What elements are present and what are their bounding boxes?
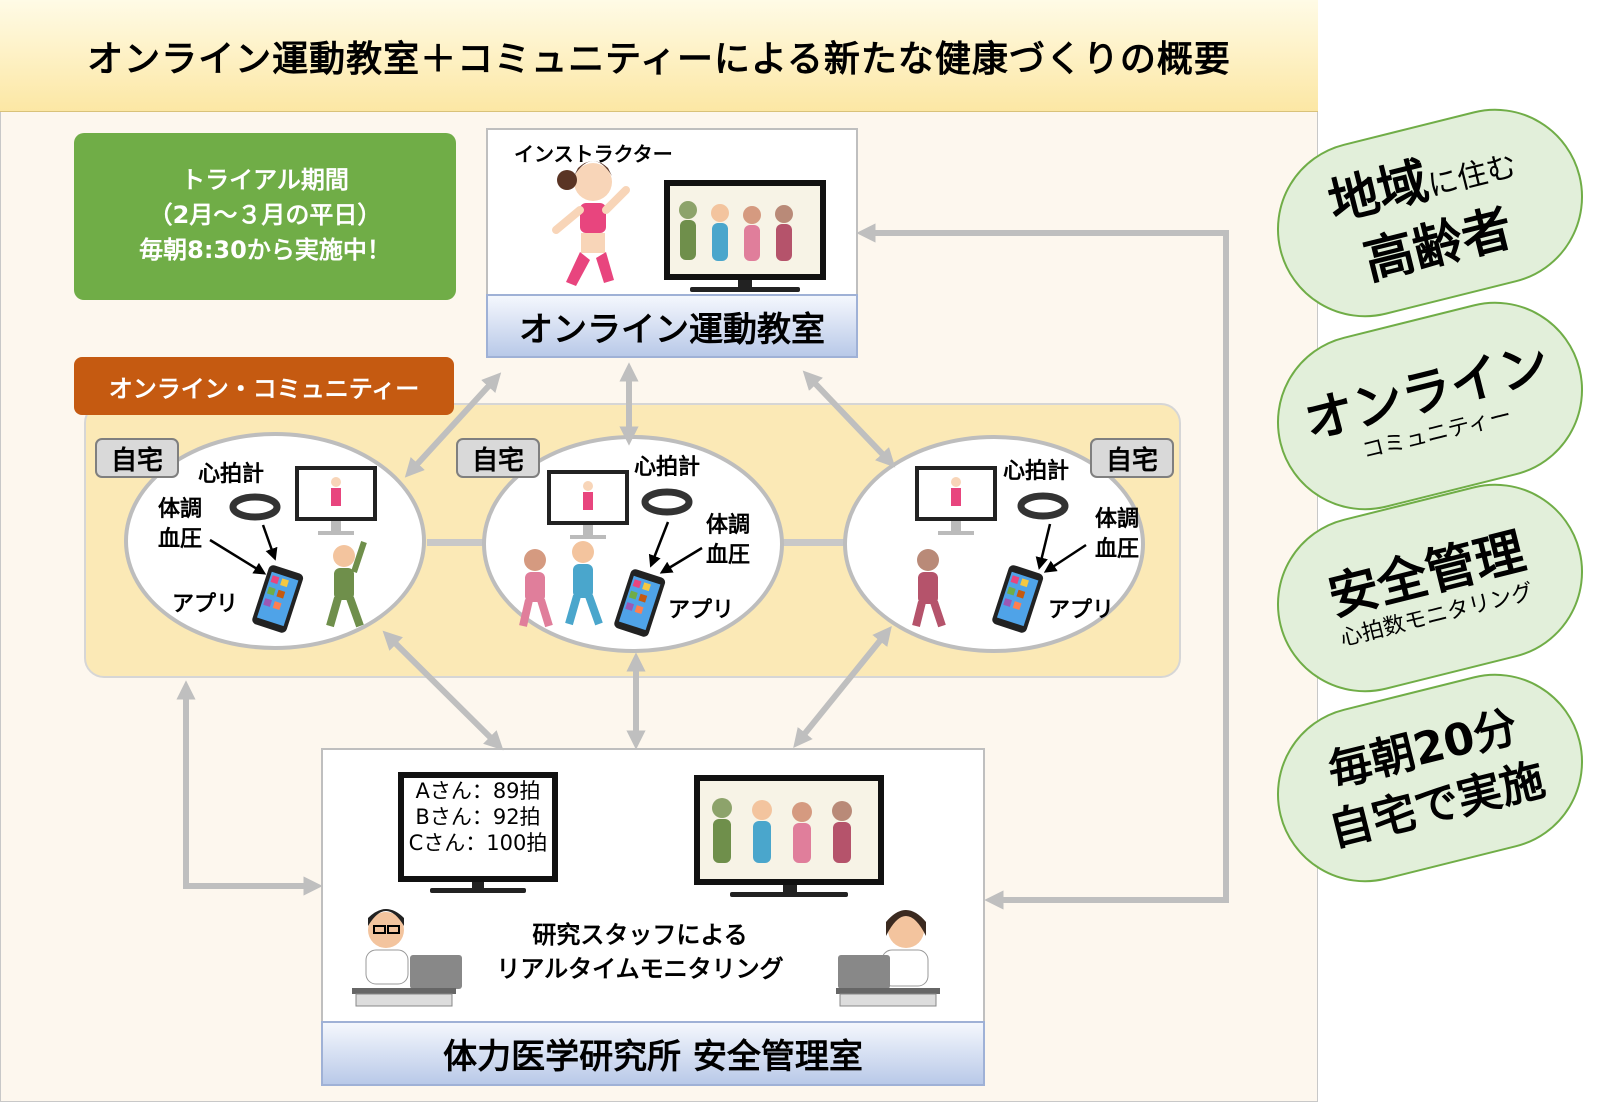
condition-label: 体調: [1095, 507, 1140, 532]
app-label: アプリ: [668, 598, 735, 623]
online-class-label: オンライン運動教室: [486, 294, 858, 358]
senior-exercising-icon: [326, 541, 367, 628]
page-title: オンライン運動教室＋コミュニティーによる新たな健康づくりの概要: [0, 0, 1318, 112]
link-arrow: [382, 630, 504, 751]
staff-male-icon: [352, 909, 462, 1007]
heart-rate-monitor-label: 心拍計: [634, 455, 701, 480]
blood-pressure-label: 血圧: [1095, 537, 1140, 562]
link-arrow: [176, 680, 323, 896]
senior-exercising-icon: [912, 549, 946, 628]
heart-rate-monitor-label: 心拍計: [198, 462, 265, 487]
monitor-icon: [915, 466, 997, 535]
trial-period-line: トライアル期間: [181, 166, 349, 194]
home-tag: 自宅: [1090, 438, 1174, 478]
link-arrow: [856, 223, 1229, 910]
readout-line: Aさん：89拍: [415, 779, 541, 803]
heart-rate-monitor-screen: [398, 772, 558, 893]
tv-icon: [664, 180, 826, 292]
readout-line: Cさん：100拍: [408, 831, 548, 855]
exercising-seniors-icon: [712, 798, 852, 863]
heart-rate-monitor-label: 心拍計: [1003, 459, 1070, 484]
monitoring-caption-line: 研究スタッフによる: [532, 921, 748, 949]
seniors-exercising-icon: [519, 541, 603, 628]
instructor-figure: [552, 161, 630, 286]
monitoring-caption-line: リアルタイムモニタリング: [496, 955, 784, 983]
smartphone-icon: [992, 565, 1044, 633]
lab-label: 体力医学研究所 安全管理室: [321, 1021, 985, 1086]
instructor-label: インストラクター: [514, 142, 673, 166]
condition-label: 体調: [158, 497, 203, 522]
monitor-icon: [295, 466, 377, 535]
trial-dates-line: （2月～３月の平日）: [148, 201, 382, 229]
heart-rate-band-icon: [1017, 492, 1069, 520]
link-arrow: [793, 626, 892, 748]
trial-period-box: トライアル期間 （2月～３月の平日） 毎朝8:30から実施中！: [74, 133, 456, 300]
exercising-seniors-icon: [679, 201, 793, 261]
condition-label: 体調: [706, 513, 751, 538]
readout-line: Bさん：92拍: [415, 805, 541, 829]
blood-pressure-label: 血圧: [158, 527, 203, 552]
heart-rate-band-icon: [229, 493, 281, 521]
community-tag: オンライン・コミュニティー: [74, 357, 454, 415]
trial-time-line: 毎朝8:30から実施中！: [139, 236, 391, 264]
blood-pressure-label: 血圧: [706, 543, 751, 568]
home-connector: [780, 539, 846, 546]
staff-female-icon: [836, 910, 940, 1007]
home-connector: [427, 539, 483, 546]
monitor-icon: [547, 470, 629, 539]
app-label: アプリ: [1048, 598, 1115, 623]
smartphone-icon: [252, 565, 304, 633]
heart-rate-readout: Aさん：89拍 Bさん：92拍 Cさん：100拍: [404, 778, 552, 876]
link-arrow: [802, 370, 896, 468]
feature-mid: に住む: [1424, 148, 1521, 205]
smartphone-icon: [614, 569, 666, 637]
tv-icon: [694, 775, 884, 897]
home-tag: 自宅: [95, 438, 179, 478]
monitoring-caption: 研究スタッフによる リアルタイムモニタリング: [470, 918, 810, 986]
heart-rate-band-icon: [641, 488, 693, 516]
link-arrow: [404, 372, 502, 478]
app-label: アプリ: [172, 592, 239, 617]
